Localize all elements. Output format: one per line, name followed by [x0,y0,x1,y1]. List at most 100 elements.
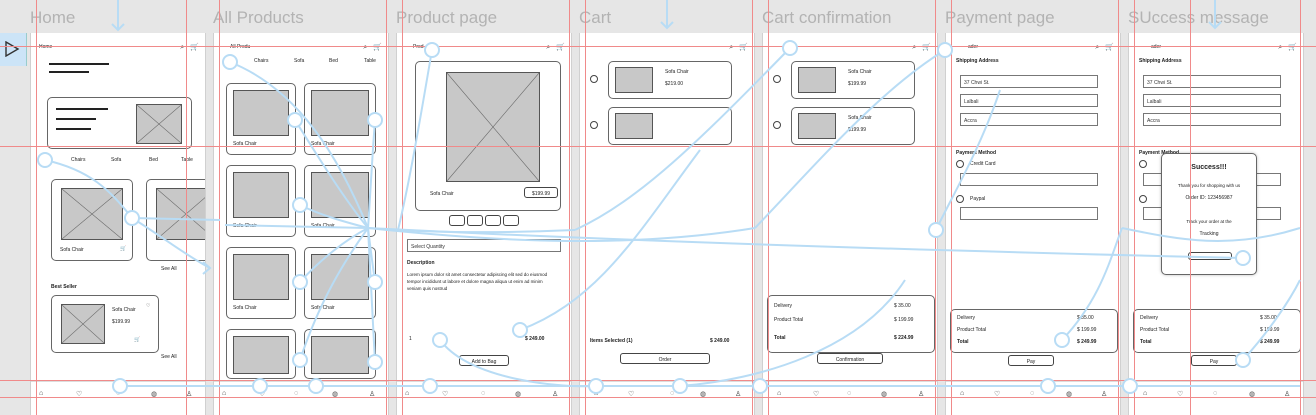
play-prototype-button[interactable] [0,33,27,66]
see-all-link[interactable]: See All [161,354,177,360]
paypal-input[interactable] [960,207,1098,220]
category-sofa[interactable]: Sofa [111,157,122,163]
frame-label-cart[interactable]: Cart [579,8,612,27]
user-icon[interactable]: ♙ [552,391,559,398]
check-circle-icon[interactable] [1139,160,1147,168]
quantity-value[interactable]: 1 [409,336,412,342]
home-icon[interactable]: ⌂ [405,390,410,397]
search-cart-icons[interactable]: ⌕ 🛒 [363,44,384,51]
cart-icon[interactable]: ◌ [116,390,121,397]
city-input[interactable]: Lalbali [1143,94,1281,107]
home-icon[interactable]: ⌂ [222,390,227,397]
heart-icon[interactable]: ♡ [1177,391,1184,398]
check-circle-icon[interactable] [773,75,781,83]
check-circle-icon[interactable] [956,160,964,168]
see-all-link[interactable]: See All [161,266,177,272]
heart-icon[interactable]: ♡ [628,391,635,398]
frame-label-all-products[interactable]: All Products [213,8,304,27]
category-bed[interactable]: Bed [149,157,158,163]
frame-label-home[interactable]: Home [30,8,76,27]
cart-item[interactable]: Sofa Chair $199.99 [791,61,915,99]
frame-label-cart-confirmation[interactable]: Cart confirmation [762,8,892,27]
tracking-link[interactable]: Tracking [1199,231,1219,237]
cart-item[interactable]: Sofa Chair $199.99 [791,107,915,145]
search-cart-icons[interactable]: ⌕ 🛒 [546,44,567,51]
check-circle-icon[interactable] [1139,195,1147,203]
pay-button[interactable]: Pay [1191,355,1237,366]
frame-home[interactable]: Home ⌕ 🛒 Chairs Sofa Bed Table Sofa Chai… [30,33,206,415]
product-card[interactable] [226,329,296,379]
pay-button[interactable]: Pay [1008,355,1054,366]
product-card[interactable]: Sofa Chair [304,165,376,237]
thumbnail-button[interactable] [449,215,465,226]
frame-success-message[interactable]: ader ⌕ 🛒 Shipping Address 37 Chwi St. La… [1128,33,1304,415]
category-bed[interactable]: Bed [329,58,338,64]
paypal-option[interactable]: Paypal [970,196,986,202]
search-cart-icons[interactable]: ⌕ 🛒 [1278,44,1299,51]
frame-label-payment-page[interactable]: Payment page [945,8,1055,27]
credit-card-option[interactable]: Credit Card [970,161,996,167]
heart-icon[interactable]: ♡ [76,391,83,398]
city-input[interactable]: Lalbali [960,94,1098,107]
globe-icon[interactable]: ◍ [881,391,888,398]
product-gallery[interactable]: Sofa Chair $199.99 [415,61,561,211]
frame-cart-confirmation[interactable]: ⌕ 🛒 Sofa Chair $199.99 Sofa Chair $199.9… [762,33,938,415]
search-cart-icons[interactable]: ⌕ 🛒 [1095,44,1116,51]
product-card[interactable]: Sofa Chair [226,83,296,155]
search-cart-icons[interactable]: ⌕ 🛒 [180,44,201,51]
order-button[interactable]: Order [620,353,710,364]
search-cart-icons[interactable]: ⌕ 🛒 [729,44,750,51]
cart-icon[interactable]: 🛒 [120,246,127,252]
user-icon[interactable]: ♙ [1101,391,1108,398]
address-line1-input[interactable]: 37 Chwi St. [960,75,1098,88]
globe-icon[interactable]: ◍ [151,391,158,398]
product-card[interactable]: Sofa Chair 🛒 [51,179,133,261]
frame-label-product-page[interactable]: Product page [396,8,498,27]
product-card[interactable]: Sofa Chair [304,83,376,155]
region-input[interactable]: Accra [960,113,1098,126]
cart-item[interactable]: Sofa Chair $219.00 [608,61,732,99]
cart-icon[interactable]: ◌ [670,390,675,397]
user-icon[interactable]: ♙ [735,391,742,398]
category-chairs[interactable]: Chairs [254,58,269,64]
category-sofa[interactable]: Sofa [294,58,305,64]
category-table[interactable]: Table [364,58,376,64]
product-card[interactable] [146,179,205,261]
product-card[interactable] [304,329,376,379]
globe-icon[interactable]: ◍ [700,391,707,398]
user-icon[interactable]: ♙ [918,391,925,398]
globe-icon[interactable]: ◍ [515,391,522,398]
product-card[interactable]: Sofa Chair [304,247,376,319]
home-icon[interactable]: ⌂ [39,390,44,397]
quantity-select[interactable]: Select Quantity [407,239,561,252]
thumbnail-button[interactable] [485,215,501,226]
cart-item[interactable] [608,107,732,145]
region-input[interactable]: Accra [1143,113,1281,126]
tracking-button[interactable] [1188,252,1232,260]
heart-icon[interactable]: ♡ [259,391,266,398]
thumbnail-button[interactable] [503,215,519,226]
cart-icon[interactable]: ◌ [1213,390,1218,397]
add-to-bag-button[interactable]: Add to Bag [459,355,509,366]
user-icon[interactable]: ♙ [1284,391,1291,398]
product-card[interactable]: Sofa Chair [226,247,296,319]
frame-all-products[interactable]: All Produ ⌕ 🛒 Chairs Sofa Bed Table Sofa… [213,33,389,415]
home-icon[interactable]: ⌂ [777,390,782,397]
heart-icon[interactable]: ♡ [994,391,1001,398]
check-circle-icon[interactable] [590,121,598,129]
home-icon[interactable]: ⌂ [1143,390,1148,397]
thumbnail-button[interactable] [467,215,483,226]
category-chairs[interactable]: Chairs [71,157,86,163]
cart-icon[interactable]: ◌ [481,390,486,397]
search-cart-icons[interactable]: ⌕ 🛒 [912,44,933,51]
check-circle-icon[interactable] [590,75,598,83]
frame-cart[interactable]: ⌕ 🛒 Sofa Chair $219.00 Items Selected (1… [579,33,755,415]
check-circle-icon[interactable] [773,121,781,129]
globe-icon[interactable]: ◍ [1249,391,1256,398]
frame-product-page[interactable]: Prod ⌕ 🛒 Sofa Chair $199.99 Select Quant… [396,33,572,415]
card-number-input[interactable] [960,173,1098,186]
frame-label-success-message[interactable]: SUccess message [1128,8,1269,27]
user-icon[interactable]: ♙ [369,391,376,398]
address-line1-input[interactable]: 37 Chwi St. [1143,75,1281,88]
cart-icon[interactable]: ◌ [294,390,299,397]
